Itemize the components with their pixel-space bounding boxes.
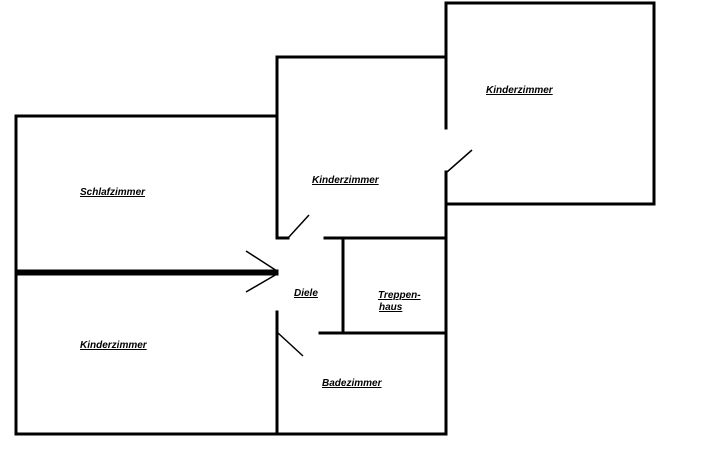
door-kinderzimmer-middle xyxy=(287,214,310,239)
door-badezimmer xyxy=(277,332,304,357)
label-kinderzimmer-middle: Kinderzimmer xyxy=(312,175,380,186)
door-schlafzimmer xyxy=(245,250,278,272)
walls xyxy=(14,1,656,436)
door-kinderzimmer-right xyxy=(446,149,473,173)
door-kinderzimmer-left xyxy=(245,273,278,293)
room-labels: Schlafzimmer Kinderzimmer Kinderzimmer K… xyxy=(80,85,554,389)
label-treppenhaus-line1: Treppen- xyxy=(378,290,421,301)
label-kinderzimmer-lower-left: Kinderzimmer xyxy=(80,340,148,351)
label-kinderzimmer-upper-right: Kinderzimmer xyxy=(486,85,554,96)
windows xyxy=(35,2,610,435)
label-diele: Diele xyxy=(294,288,318,299)
label-treppenhaus-line2: haus xyxy=(379,302,403,313)
label-schlafzimmer: Schlafzimmer xyxy=(80,187,146,198)
doors xyxy=(245,149,473,357)
label-badezimmer: Badezimmer xyxy=(322,378,383,389)
